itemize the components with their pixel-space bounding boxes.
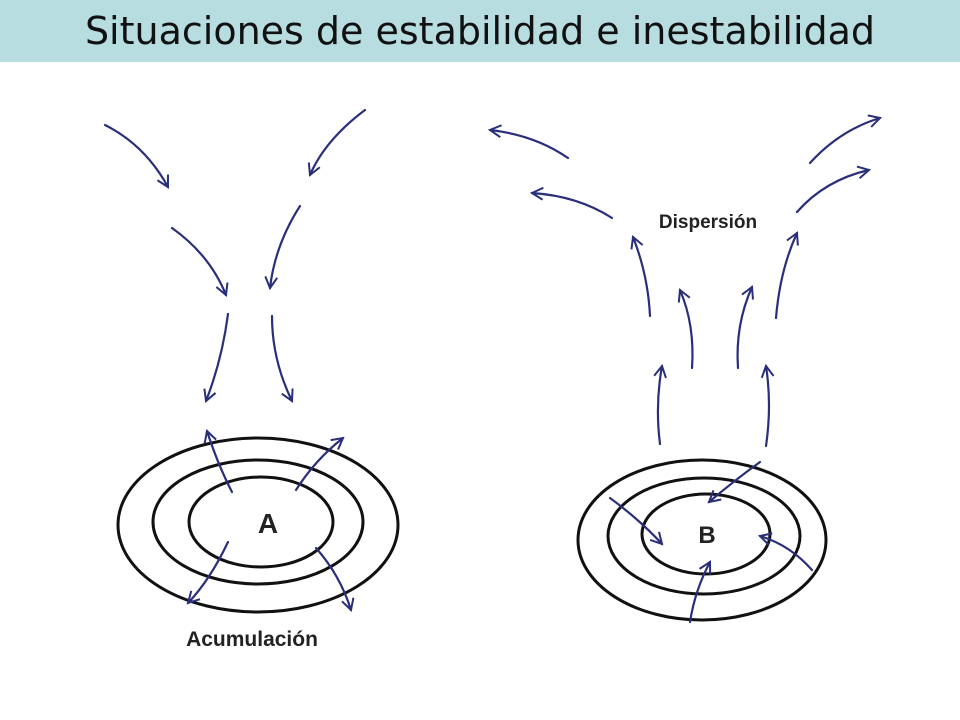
arrow [808,118,880,165]
caption-accumulation: Acumulación [186,628,318,651]
arrow [709,460,762,502]
left-system: A Acumulación [103,108,400,651]
arrow [170,226,226,295]
ring-outer-a [116,436,400,614]
page-title: Situaciones de estabilidad e inestabilid… [84,9,876,53]
arrow [188,540,230,603]
arrow [766,366,769,448]
ring-middle-b [606,476,802,596]
arrow [310,108,367,175]
ring-middle-a [151,458,365,586]
left-converging-arrows [103,108,367,401]
arrow [314,546,351,610]
center-letter-b: B [698,522,715,549]
caption-dispersion: Dispersión [659,212,757,233]
arrow [680,290,694,370]
arrow [532,193,614,220]
arrow [688,562,712,624]
right-rising-arrows [633,233,797,448]
arrow [633,237,652,318]
arrow [795,170,869,214]
arrow [608,496,662,544]
ring-inner-a [187,475,335,569]
arrow [270,204,302,288]
arrow [736,287,752,370]
arrow [658,366,662,446]
left-diverging-arrows [188,431,351,610]
right-system: B Dispersión [490,118,880,624]
right-converging-arrows [608,460,814,624]
arrow [774,233,797,320]
arrow [206,312,230,401]
arrow [294,438,343,492]
ring-outer-b [576,458,828,622]
arrow [760,536,814,572]
center-letter-a: A [258,508,278,539]
arrow [270,314,292,401]
right-spreading-arrows [490,118,880,220]
title-bar [0,0,960,62]
arrow [490,130,570,160]
arrow [103,123,170,187]
arrow [207,431,234,494]
